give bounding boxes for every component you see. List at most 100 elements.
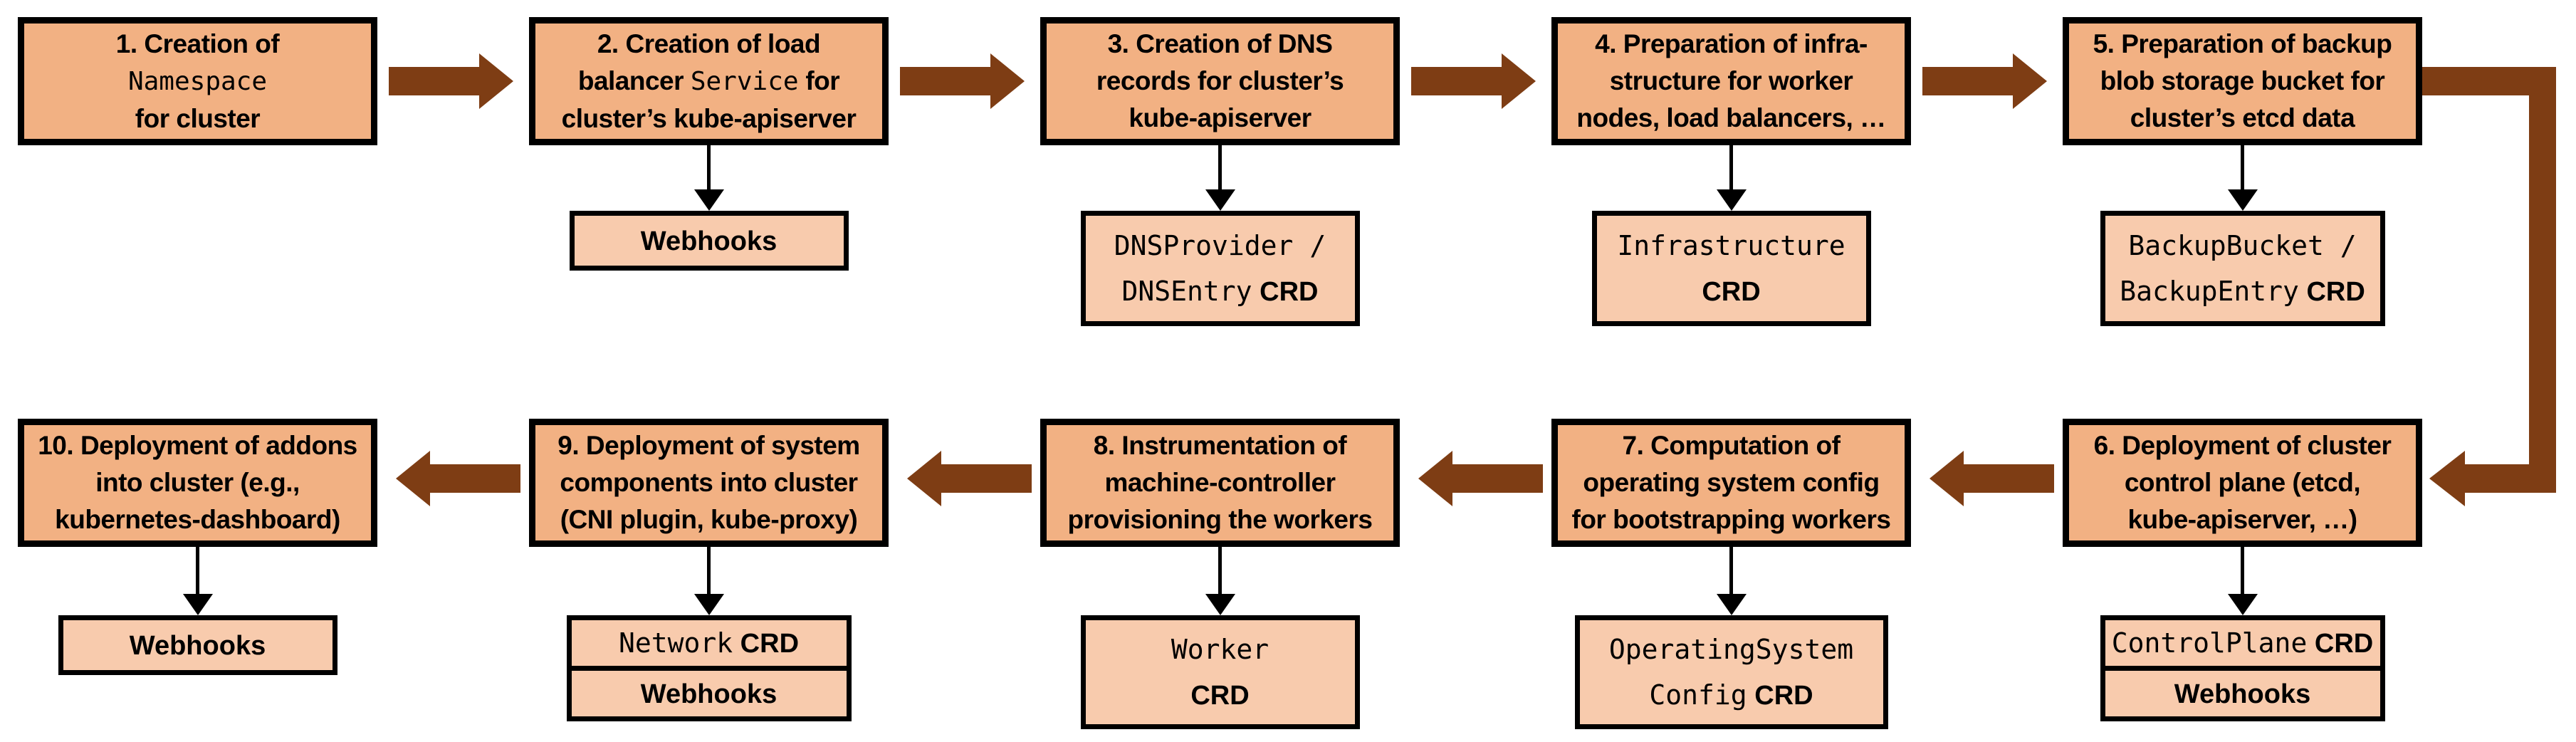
title-line: 8. Instrumentation of — [1068, 427, 1373, 464]
step-9-title: 9. Deployment of system components into c… — [557, 427, 860, 538]
step-5-box: 5. Preparation of backup blob storage buc… — [2063, 17, 2422, 145]
text-segment: 2. Creation of load — [597, 28, 821, 58]
text-segment: into cluster (e.g., — [95, 468, 300, 497]
arrow-step2-to-step3 — [900, 53, 1025, 109]
arrow-step7-to-step8 — [1418, 451, 1543, 506]
text-segment: provisioning the workers — [1067, 505, 1373, 534]
step-4-cell: 4. Preparation of infra-structure for wo… — [1551, 17, 1911, 742]
arrow-step3-to-step4 — [1411, 53, 1536, 109]
code-text-segment: Infrastructure — [1617, 229, 1845, 261]
step-2-sub-box-1: Webhooks — [569, 211, 849, 271]
text-segment: kube-apiserver, …) — [2127, 505, 2357, 534]
step-3-crd-connector — [1218, 145, 1222, 191]
step-8-title: 8. Instrumentation of machine-controller p… — [1068, 427, 1373, 538]
arrow-step6-to-step7 — [1930, 451, 2054, 506]
text-segment: Webhooks — [2174, 679, 2311, 709]
title-line: (CNI plugin, kube-proxy) — [557, 501, 859, 538]
text-segment: 3. Creation of DNS — [1107, 29, 1333, 58]
arrow-bar — [1411, 67, 1504, 95]
text-segment: cluster’s kube-apiserver — [561, 103, 857, 133]
text-segment: 1. Creation of — [115, 28, 280, 58]
sub-box-line: BackupEntry CRD — [2120, 268, 2365, 315]
title-line: into cluster (e.g., — [38, 464, 357, 501]
step-5-cell: 5. Preparation of backup blob storage buc… — [2063, 17, 2422, 742]
sub-box-line: DNSProvider / — [1114, 223, 1326, 268]
step-10-crd-connector — [196, 547, 199, 595]
text-segment: CRD — [2298, 276, 2365, 307]
text-segment: (CNI plugin, kube-proxy) — [560, 505, 858, 534]
text-segment: CRD — [1252, 276, 1319, 307]
arrow-bar — [1922, 67, 2015, 95]
arrow-left-icon — [907, 451, 941, 506]
title-line: 3. Creation of DNS — [1096, 26, 1344, 63]
sub-box-line: OperatingSystem — [1609, 627, 1853, 672]
code-text-segment: DNSProvider / — [1114, 229, 1326, 261]
sub-box-line: CRD — [1190, 672, 1249, 719]
title-line: control plane (etcd, — [2094, 464, 2392, 501]
arrow-right-icon — [2013, 53, 2047, 109]
title-line: 4. Preparation of infra- — [1576, 26, 1885, 63]
text-segment: CRD — [2307, 628, 2374, 659]
arrow-down-icon — [693, 189, 724, 211]
arrow-down-icon — [1205, 189, 1235, 211]
title-line: machine-controller — [1068, 464, 1373, 501]
text-segment: blob storage bucket for — [2100, 66, 2385, 95]
title-line: balancer Service for — [562, 63, 857, 100]
title-line: 10. Deployment of addons — [38, 427, 357, 464]
arrow-bar — [900, 67, 993, 95]
text-segment: 9. Deployment of system — [557, 431, 860, 460]
sub-box-line: Webhooks — [2174, 671, 2310, 717]
step-8-box: 8. Instrumentation of machine-controller p… — [1040, 419, 1400, 547]
title-line: 7. Computation of — [1572, 427, 1891, 464]
code-text-segment: Network — [618, 627, 733, 659]
arrow-bar — [1450, 464, 1543, 493]
sub-box-line: BackupBucket / — [2128, 223, 2356, 268]
text-segment: for bootstrapping workers — [1571, 505, 1891, 534]
text-segment: machine-controller — [1104, 468, 1336, 497]
arrow-down-icon — [693, 594, 724, 615]
code-text-segment: BackupBucket / — [2128, 229, 2357, 261]
text-segment: nodes, load balancers, … — [1576, 103, 1886, 132]
text-segment: 5. Preparation of backup — [2093, 29, 2392, 58]
text-segment: operating system config — [1583, 468, 1880, 497]
title-line: components into cluster — [557, 464, 859, 501]
sub-box-line: Webhooks — [130, 622, 266, 669]
arrow-bar — [428, 464, 520, 493]
sub-box-line: DNSEntry CRD — [1122, 268, 1319, 315]
arrow-down-icon — [1716, 594, 1747, 615]
text-segment: 10. Deployment of addons — [38, 431, 357, 460]
code-text-segment: Worker — [1171, 633, 1269, 665]
title-line: operating system config — [1572, 464, 1891, 501]
code-text-segment: BackupEntry — [2120, 275, 2299, 307]
step-9-sub-box-1: Network CRD — [566, 615, 852, 671]
text-segment: 7. Computation of — [1622, 431, 1841, 460]
step-5-title: 5. Preparation of backup blob storage buc… — [2093, 26, 2392, 137]
step-5-sub-box-1: BackupBucket / BackupEntry CRD — [2100, 211, 2385, 326]
arrow-left-icon — [396, 451, 430, 506]
step-4-title: 4. Preparation of infra-structure for wo… — [1576, 26, 1886, 137]
arrow-bar — [389, 67, 481, 95]
step-10-box: 10. Deployment of addons into cluster (e.… — [18, 419, 377, 547]
title-line: provisioning the workers — [1068, 501, 1373, 538]
title-line: kube-apiserver — [1096, 100, 1344, 137]
sub-box-line: Config CRD — [1649, 672, 1813, 719]
text-segment: CRD — [1190, 680, 1250, 711]
step-6-crd-connector — [2241, 547, 2244, 595]
code-text-segment: Service — [690, 66, 799, 96]
text-segment: Webhooks — [640, 226, 777, 256]
arrow-step1-to-step2 — [389, 53, 513, 109]
code-text-segment: Config — [1649, 679, 1747, 711]
title-line: for cluster — [116, 100, 279, 137]
step-2-crd-connector — [707, 145, 711, 191]
sub-box-line: Infrastructure — [1617, 223, 1845, 268]
